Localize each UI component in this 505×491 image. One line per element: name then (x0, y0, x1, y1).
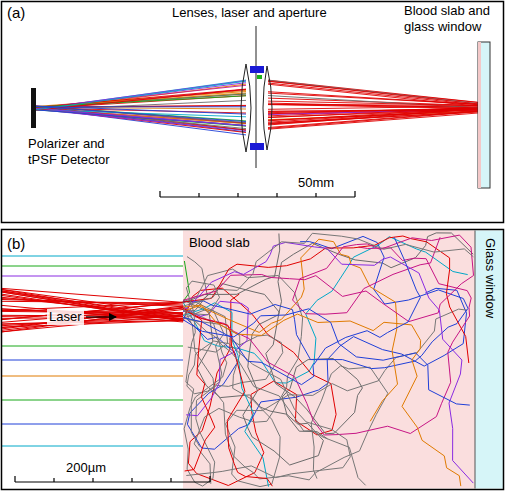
ray (36, 81, 246, 110)
scale-label: 200µm (64, 460, 108, 476)
region-label: Glass window (482, 236, 498, 320)
panel-frame (2, 230, 504, 490)
scale-label: 50mm (296, 175, 336, 191)
ray (36, 89, 246, 107)
slab-blood (478, 42, 481, 188)
photon-path (183, 288, 336, 485)
ray (268, 111, 478, 124)
ray (36, 108, 246, 128)
ray (36, 85, 246, 107)
photon-path (183, 237, 420, 384)
ray (2, 360, 183, 361)
photon-path (183, 310, 272, 486)
panel-frame (2, 2, 504, 223)
ray (2, 400, 183, 401)
ray-fan (36, 80, 478, 135)
ray (268, 83, 478, 105)
ray (2, 292, 183, 321)
ray (36, 106, 246, 130)
photon-path (183, 309, 470, 405)
ray (2, 308, 183, 332)
photon-path (183, 242, 473, 483)
photon-path (183, 310, 350, 478)
ray (268, 81, 478, 104)
ray (36, 109, 246, 126)
ray (268, 109, 478, 125)
ray (268, 84, 478, 106)
part-name: Lenses, laser and aperture (172, 5, 327, 21)
region-label: Blood slab (187, 235, 252, 251)
lens (263, 66, 272, 150)
aperture (250, 66, 264, 73)
ray (268, 92, 478, 105)
aperture (250, 143, 264, 150)
photon-path (183, 234, 280, 304)
photon-paths (183, 233, 474, 487)
beam-label: Laser (47, 309, 84, 325)
ray (36, 81, 246, 109)
part-name: Polarizer and tPSF Detector (28, 136, 128, 167)
ray (2, 317, 183, 318)
photon-path (183, 281, 220, 446)
ray (36, 108, 246, 135)
ray (268, 105, 478, 109)
ray (2, 294, 183, 321)
glass-window-region: Glass window (475, 231, 503, 488)
ray (2, 276, 183, 277)
ray (268, 111, 478, 120)
ray (268, 111, 478, 127)
ray (2, 266, 183, 267)
blood-slab-region: Blood slab (183, 231, 475, 488)
ray (268, 103, 478, 108)
photon-path (183, 239, 398, 421)
photon-path (183, 236, 469, 363)
ray (2, 292, 183, 321)
part-name: Blood slab and glass window (404, 3, 500, 34)
ray (2, 346, 183, 347)
ray (268, 80, 478, 103)
ray (268, 109, 478, 124)
scale-bar (160, 191, 355, 197)
ray (36, 106, 246, 123)
glass-edge (475, 231, 476, 489)
lens (241, 64, 251, 152)
photon-path (183, 233, 473, 306)
ray (2, 288, 183, 302)
glass-window-fill (475, 231, 503, 489)
laser-arrow (86, 316, 116, 317)
ray (2, 290, 183, 319)
photon-path (183, 310, 366, 485)
panel-letter: (b) (7, 235, 25, 253)
detector-bar (31, 88, 36, 128)
ray (36, 107, 246, 123)
ray (36, 106, 246, 121)
ray (2, 424, 183, 425)
ray (36, 84, 246, 110)
ray (2, 256, 183, 257)
ray (36, 107, 246, 132)
ray (36, 106, 246, 114)
slab-window (478, 42, 490, 188)
ray (268, 111, 478, 119)
photon-path (183, 305, 461, 486)
panel-letter: (a) (7, 4, 25, 22)
ray (2, 446, 183, 447)
ray (2, 376, 183, 377)
scale-bar (15, 476, 210, 482)
laser-rays (2, 256, 183, 446)
ray (36, 110, 246, 126)
ray (36, 89, 246, 109)
aperture (257, 75, 262, 79)
ray (36, 80, 246, 109)
photon-path (183, 235, 474, 322)
ray (2, 315, 183, 332)
blood-slab-fill (183, 231, 475, 489)
